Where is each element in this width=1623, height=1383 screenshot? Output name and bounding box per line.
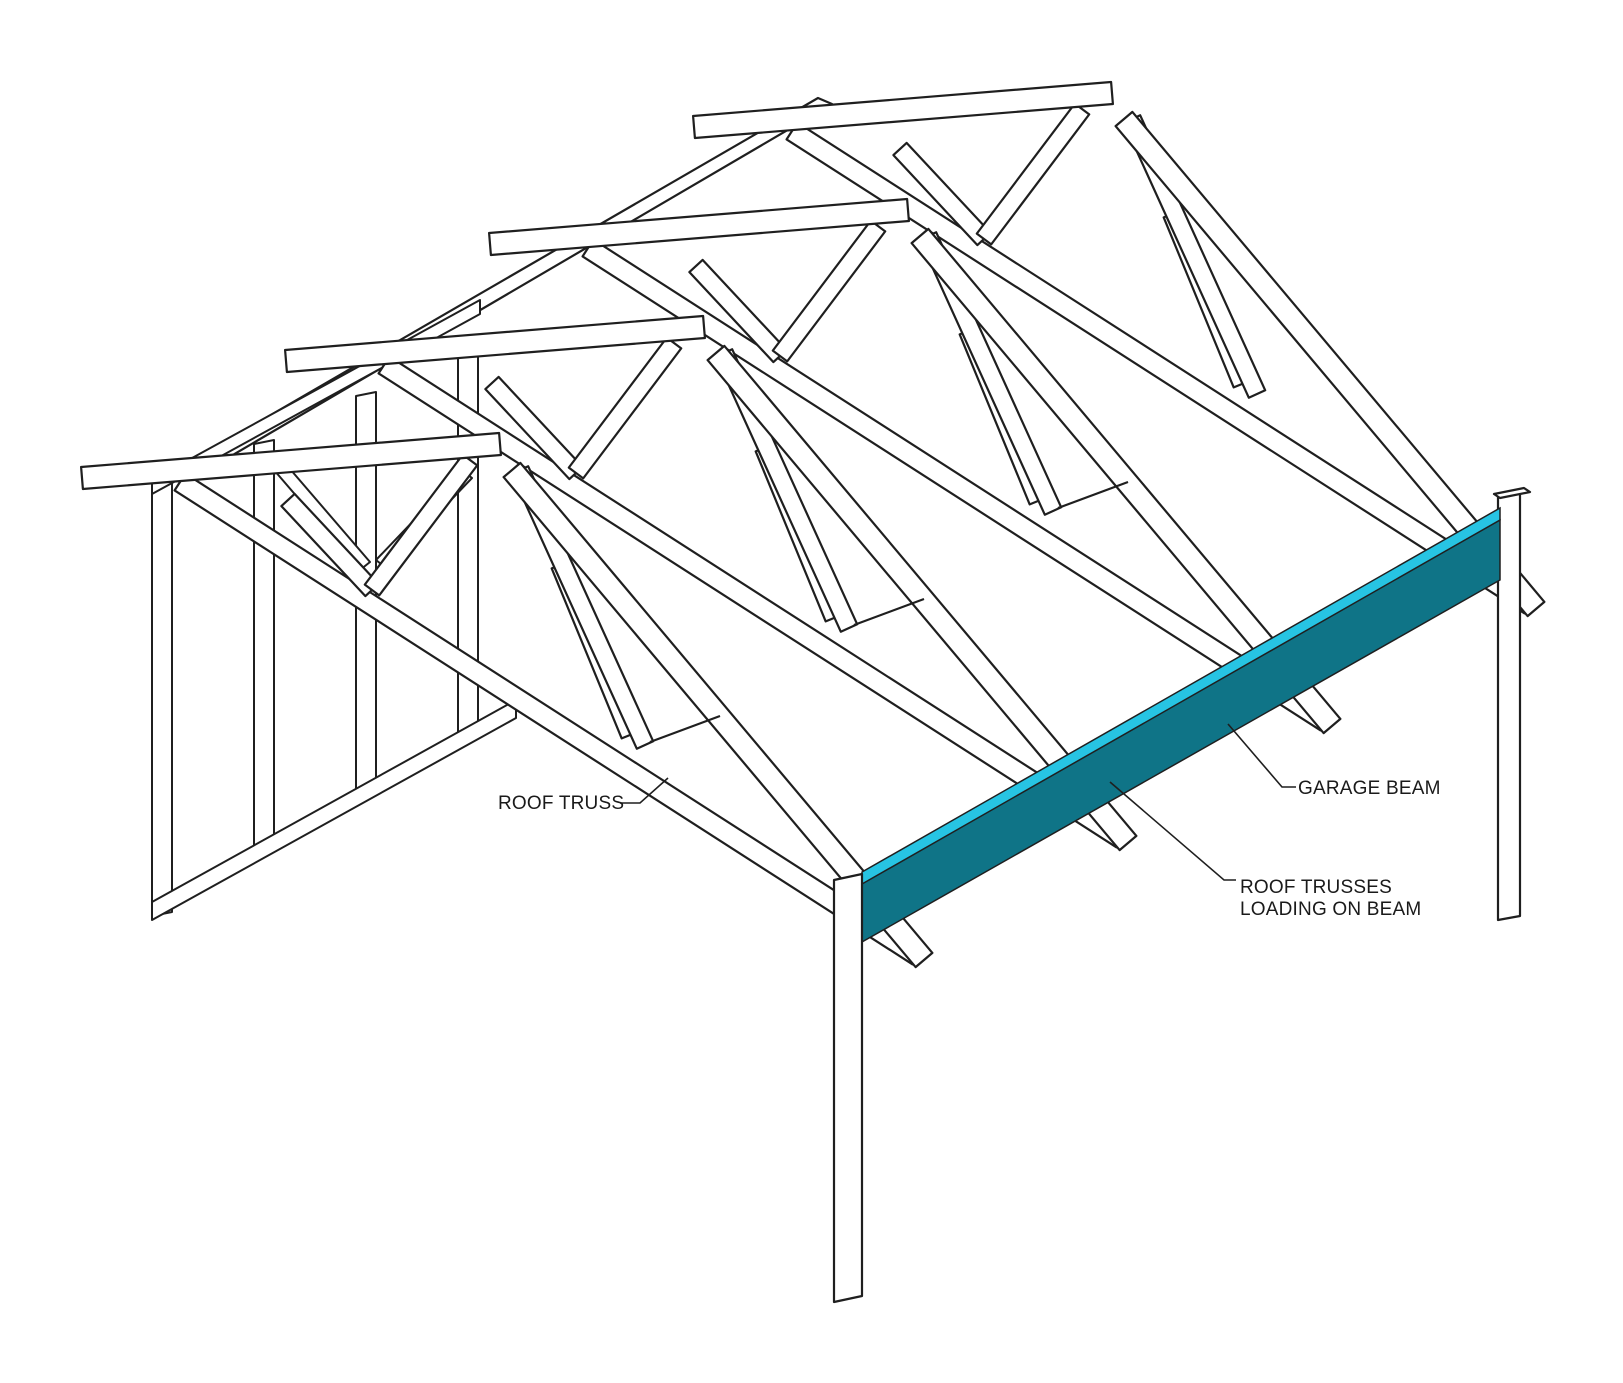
wall-stud-2 bbox=[253, 439, 275, 857]
truss-1-top-chord bbox=[79, 431, 502, 491]
roof-truss-leader bbox=[620, 777, 669, 804]
truss-3 bbox=[488, 197, 1342, 735]
wall-bottom-plate bbox=[151, 699, 517, 921]
truss-2-web-b bbox=[567, 336, 683, 480]
right-post bbox=[1496, 490, 1522, 922]
truss-3-web-b bbox=[771, 219, 887, 363]
roof-trusses-loading-label-line1: ROOF TRUSSES bbox=[1240, 877, 1392, 898]
truss-2 bbox=[284, 314, 1138, 852]
roof-trusses bbox=[79, 80, 1546, 969]
truss-1-tie bbox=[649, 714, 721, 744]
garage-beam-label: GARAGE BEAM bbox=[1298, 778, 1441, 799]
truss-4-top-chord bbox=[691, 80, 1115, 140]
left-wall-frame bbox=[151, 299, 517, 921]
roof-truss-label: ROOF TRUSS bbox=[498, 793, 624, 814]
garage-beam-leader bbox=[1227, 723, 1296, 788]
truss-2-rafter bbox=[706, 344, 1138, 852]
wall-stud-1 bbox=[151, 481, 173, 917]
truss-1 bbox=[79, 431, 934, 969]
truss-4-web-b bbox=[975, 102, 1091, 246]
truss-3-rafter bbox=[910, 227, 1342, 735]
truss-2-tie bbox=[853, 597, 925, 627]
front-post bbox=[832, 872, 864, 1304]
roof-trusses-loading-leader bbox=[1109, 781, 1236, 881]
truss-1-rafter bbox=[502, 461, 934, 969]
truss-4-rafter bbox=[1114, 110, 1546, 618]
truss-2-top-chord bbox=[284, 314, 707, 374]
truss-3-tie bbox=[1057, 480, 1129, 510]
right-post-cap bbox=[1492, 486, 1532, 500]
truss-4 bbox=[691, 80, 1546, 618]
roof-trusses-loading-label-line2: LOADING ON BEAM bbox=[1240, 899, 1421, 920]
truss-3-top-chord bbox=[488, 197, 911, 257]
